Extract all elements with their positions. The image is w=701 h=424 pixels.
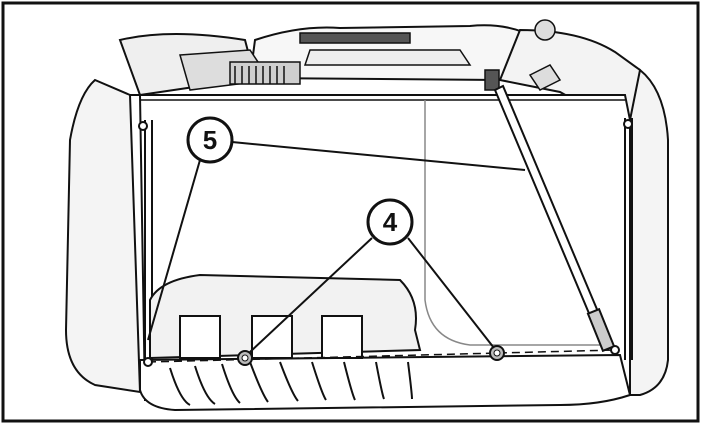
top-mechanism-detail: [130, 19, 625, 101]
leader-line-5-right: [231, 141, 526, 171]
support-strut: [493, 84, 616, 353]
inner-panel-edge: [424, 100, 600, 346]
leader-line-5-left: [147, 159, 201, 341]
leader-line-4-left: [249, 237, 373, 353]
callout-5-label: 5: [203, 125, 217, 155]
rod-end-left: [143, 357, 153, 367]
bushing-left: [237, 350, 253, 366]
bushing-right: [489, 345, 505, 361]
base-grille: [139, 273, 632, 412]
callout-5: 5: [186, 116, 234, 164]
callout-4-label: 4: [383, 207, 398, 237]
rod-end-right: [610, 345, 620, 355]
leader-line-4-right: [407, 237, 495, 349]
callout-4: 4: [366, 198, 414, 246]
